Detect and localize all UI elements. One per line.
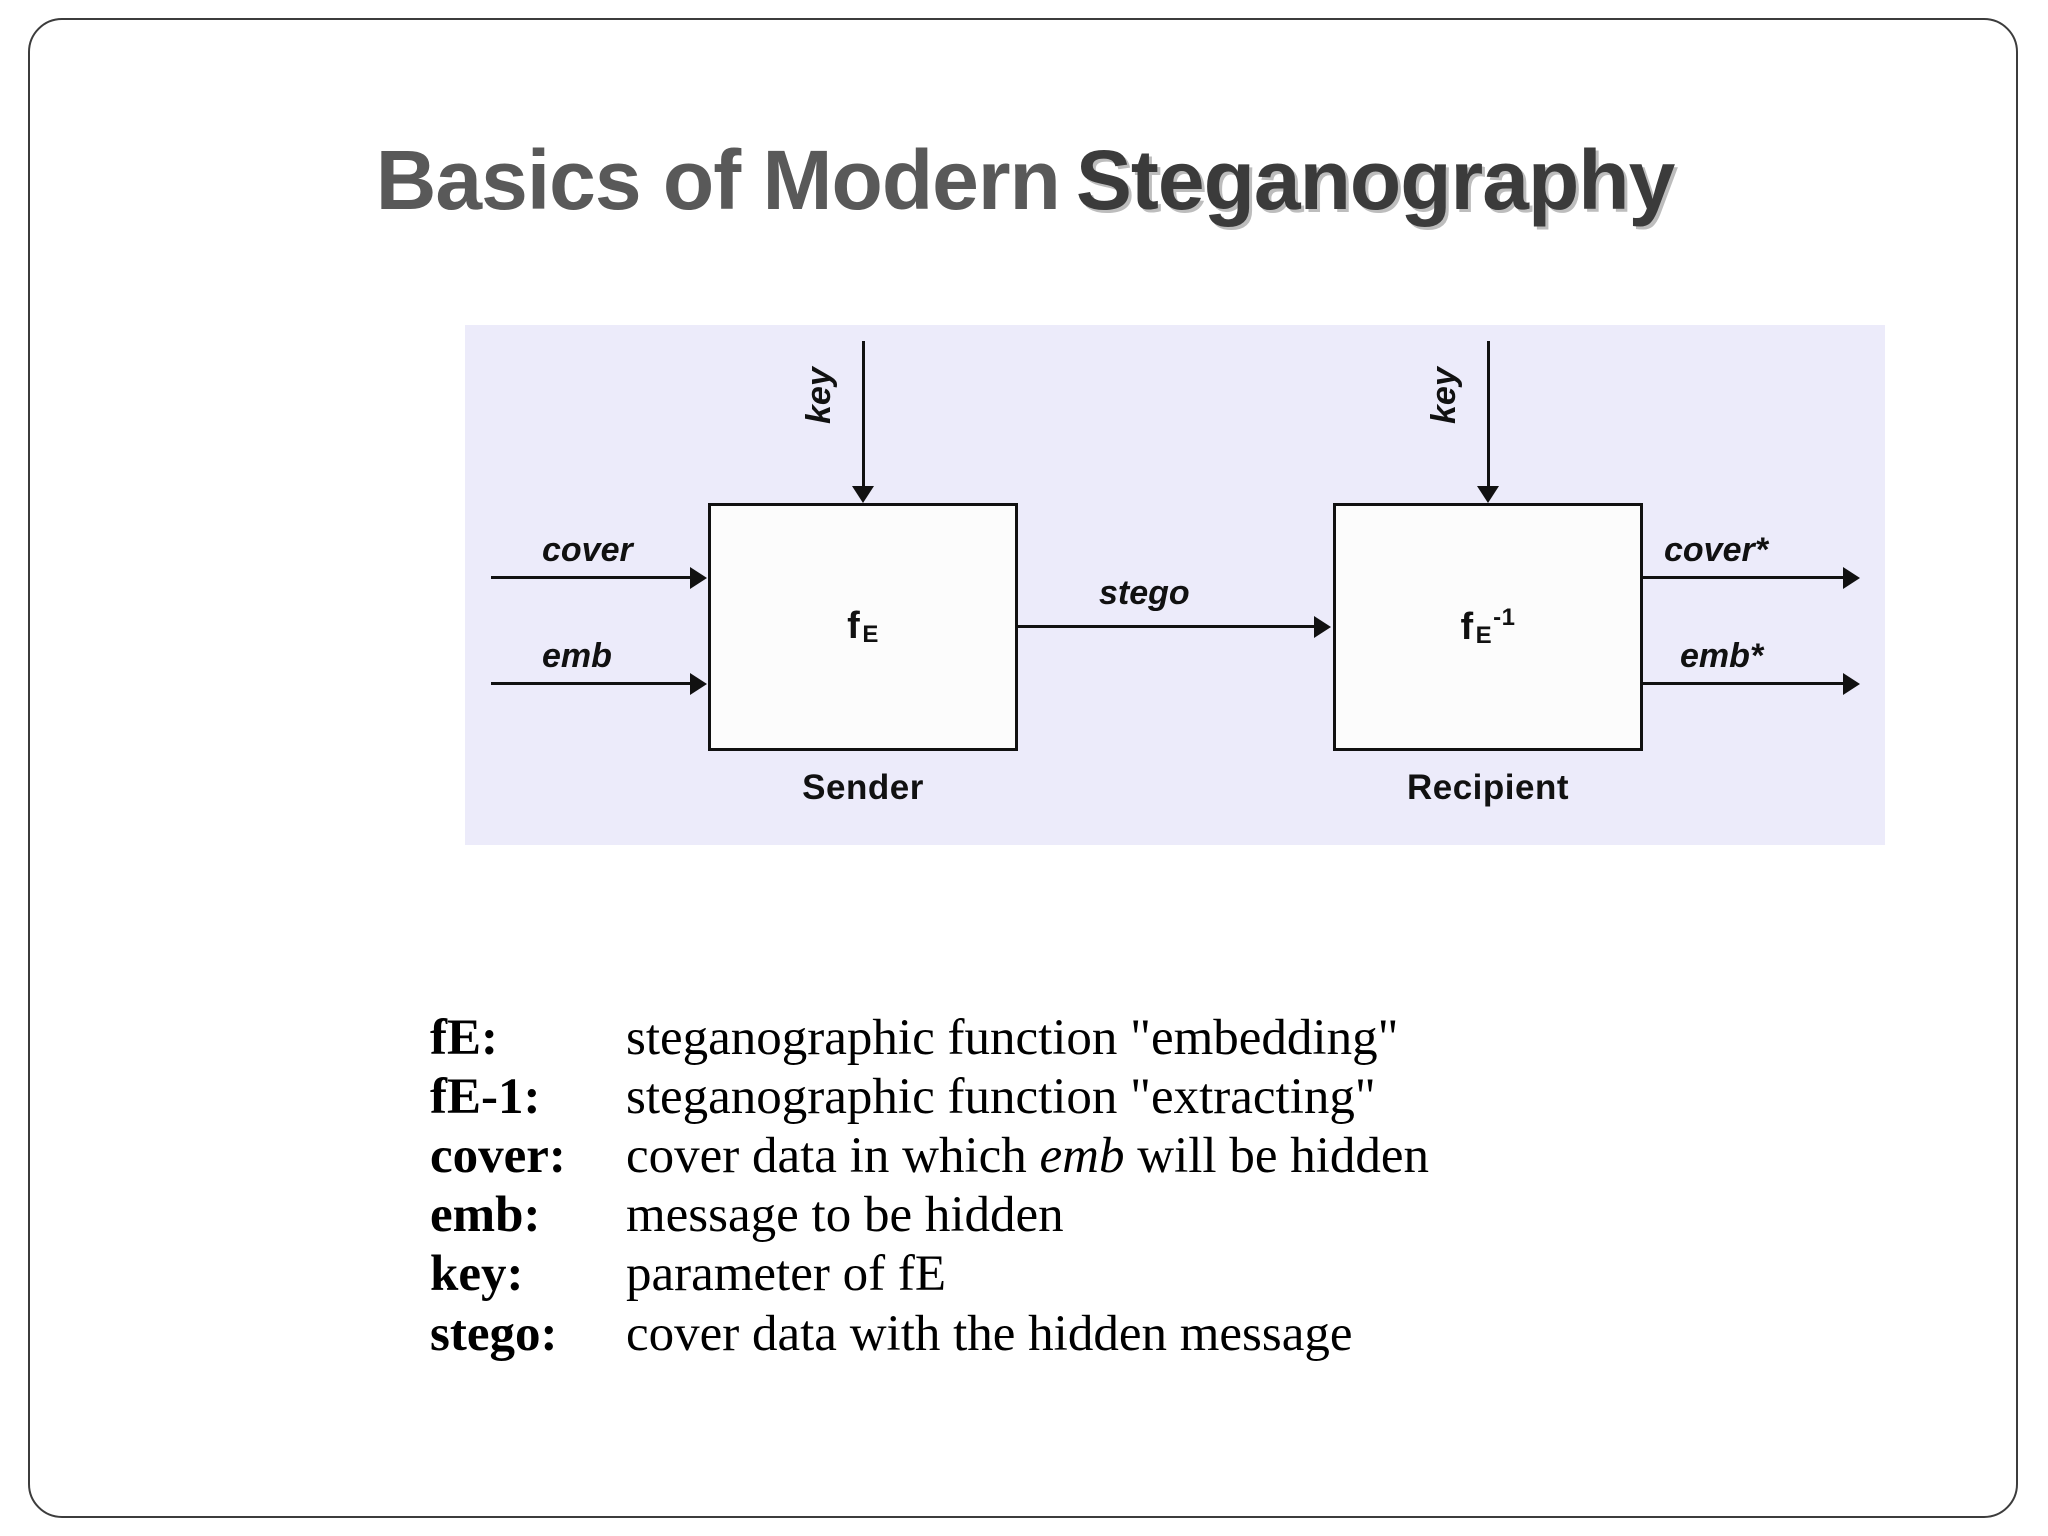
title-emphasis-part: Steganography (1075, 133, 1675, 227)
cover-input-arrow-line (491, 576, 691, 579)
legend-desc-pre: steganographic function "embedding" (626, 1010, 1399, 1066)
legend-desc-emphasis: emb (1039, 1128, 1125, 1185)
stego-arrow-line (1018, 625, 1315, 628)
emb-input-arrow-line (491, 682, 691, 685)
key-sender-arrowhead (852, 486, 874, 503)
legend-desc: parameter of fE (626, 1246, 946, 1302)
cover-output-arrowhead (1843, 567, 1860, 589)
sender-process-box: fE (708, 503, 1018, 751)
sender-fn-sub: E (862, 621, 879, 648)
sender-role-label: Sender (802, 768, 924, 807)
recipient-fn-base: f (1460, 606, 1474, 648)
cover-output-label: cover* (1664, 531, 1768, 569)
legend-block: fE: steganographic function "embedding" f… (430, 1010, 1910, 1365)
sender-box-label: fE (711, 605, 1015, 649)
legend-desc: cover data with the hidden message (626, 1306, 1353, 1362)
legend-item: emb: message to be hidden (430, 1187, 1910, 1244)
legend-desc: steganographic function "embedding" (626, 1010, 1398, 1066)
legend-desc: message to be hidden (626, 1187, 1064, 1243)
recipient-fn-sup: -1 (1493, 604, 1516, 631)
cover-input-label: cover (542, 531, 633, 569)
recipient-process-box: fE-1 (1333, 503, 1643, 751)
recipient-role-label: Recipient (1406, 768, 1570, 807)
legend-key: cover: (430, 1128, 566, 1185)
emb-input-arrowhead (690, 673, 707, 695)
cover-input-arrowhead (690, 567, 707, 589)
legend-desc-pre: steganographic function "extracting" (626, 1069, 1376, 1126)
legend-item: fE: steganographic function "embedding" (430, 1010, 1910, 1067)
stego-arrowhead (1314, 616, 1331, 638)
legend-item: cover: cover data in which emb will be hi… (430, 1128, 1910, 1185)
legend-key: fE-1: (430, 1069, 541, 1126)
key-sender-label: key (800, 367, 838, 424)
legend-desc-post: will be hidden (1124, 1128, 1430, 1185)
emb-output-arrowhead (1843, 673, 1860, 695)
key-recipient-arrow-line (1487, 341, 1490, 489)
title-plain-part: Basics of Modern (375, 133, 1061, 227)
emb-output-arrow-line (1643, 682, 1844, 685)
legend-desc-pre: parameter of fE (626, 1246, 946, 1303)
legend-desc-pre: message to be hidden (626, 1187, 1064, 1244)
sender-fn-base: f (847, 605, 861, 647)
legend-desc: cover data in which emb will be hidden (626, 1128, 1429, 1184)
legend-key: stego: (430, 1305, 558, 1362)
key-sender-arrow-line (862, 341, 865, 489)
legend-item: key: parameter of fE (430, 1246, 1910, 1303)
legend-key: key: (430, 1246, 524, 1303)
legend-desc-pre: cover data in which (626, 1128, 1040, 1185)
emb-input-label: emb (542, 637, 612, 675)
legend-key: fE: (430, 1010, 498, 1066)
recipient-box-label: fE-1 (1336, 604, 1640, 650)
stego-label: stego (1099, 574, 1190, 612)
legend-item: fE-1: steganographic function "extracting… (430, 1069, 1910, 1126)
cover-output-arrow-line (1643, 576, 1844, 579)
steganography-diagram: fE Sender fE-1 Recipient key key cover e… (465, 325, 1885, 845)
key-recipient-label: key (1425, 367, 1463, 424)
legend-key: emb: (430, 1187, 541, 1244)
legend-item: stego: cover data with the hidden message (430, 1306, 1910, 1363)
emb-output-label: emb* (1680, 637, 1764, 675)
legend-desc-pre: cover data with the hidden message (626, 1305, 1353, 1362)
legend-desc: steganographic function "extracting" (626, 1069, 1376, 1125)
key-recipient-arrowhead (1477, 486, 1499, 503)
recipient-fn-sub: E (1475, 622, 1493, 649)
